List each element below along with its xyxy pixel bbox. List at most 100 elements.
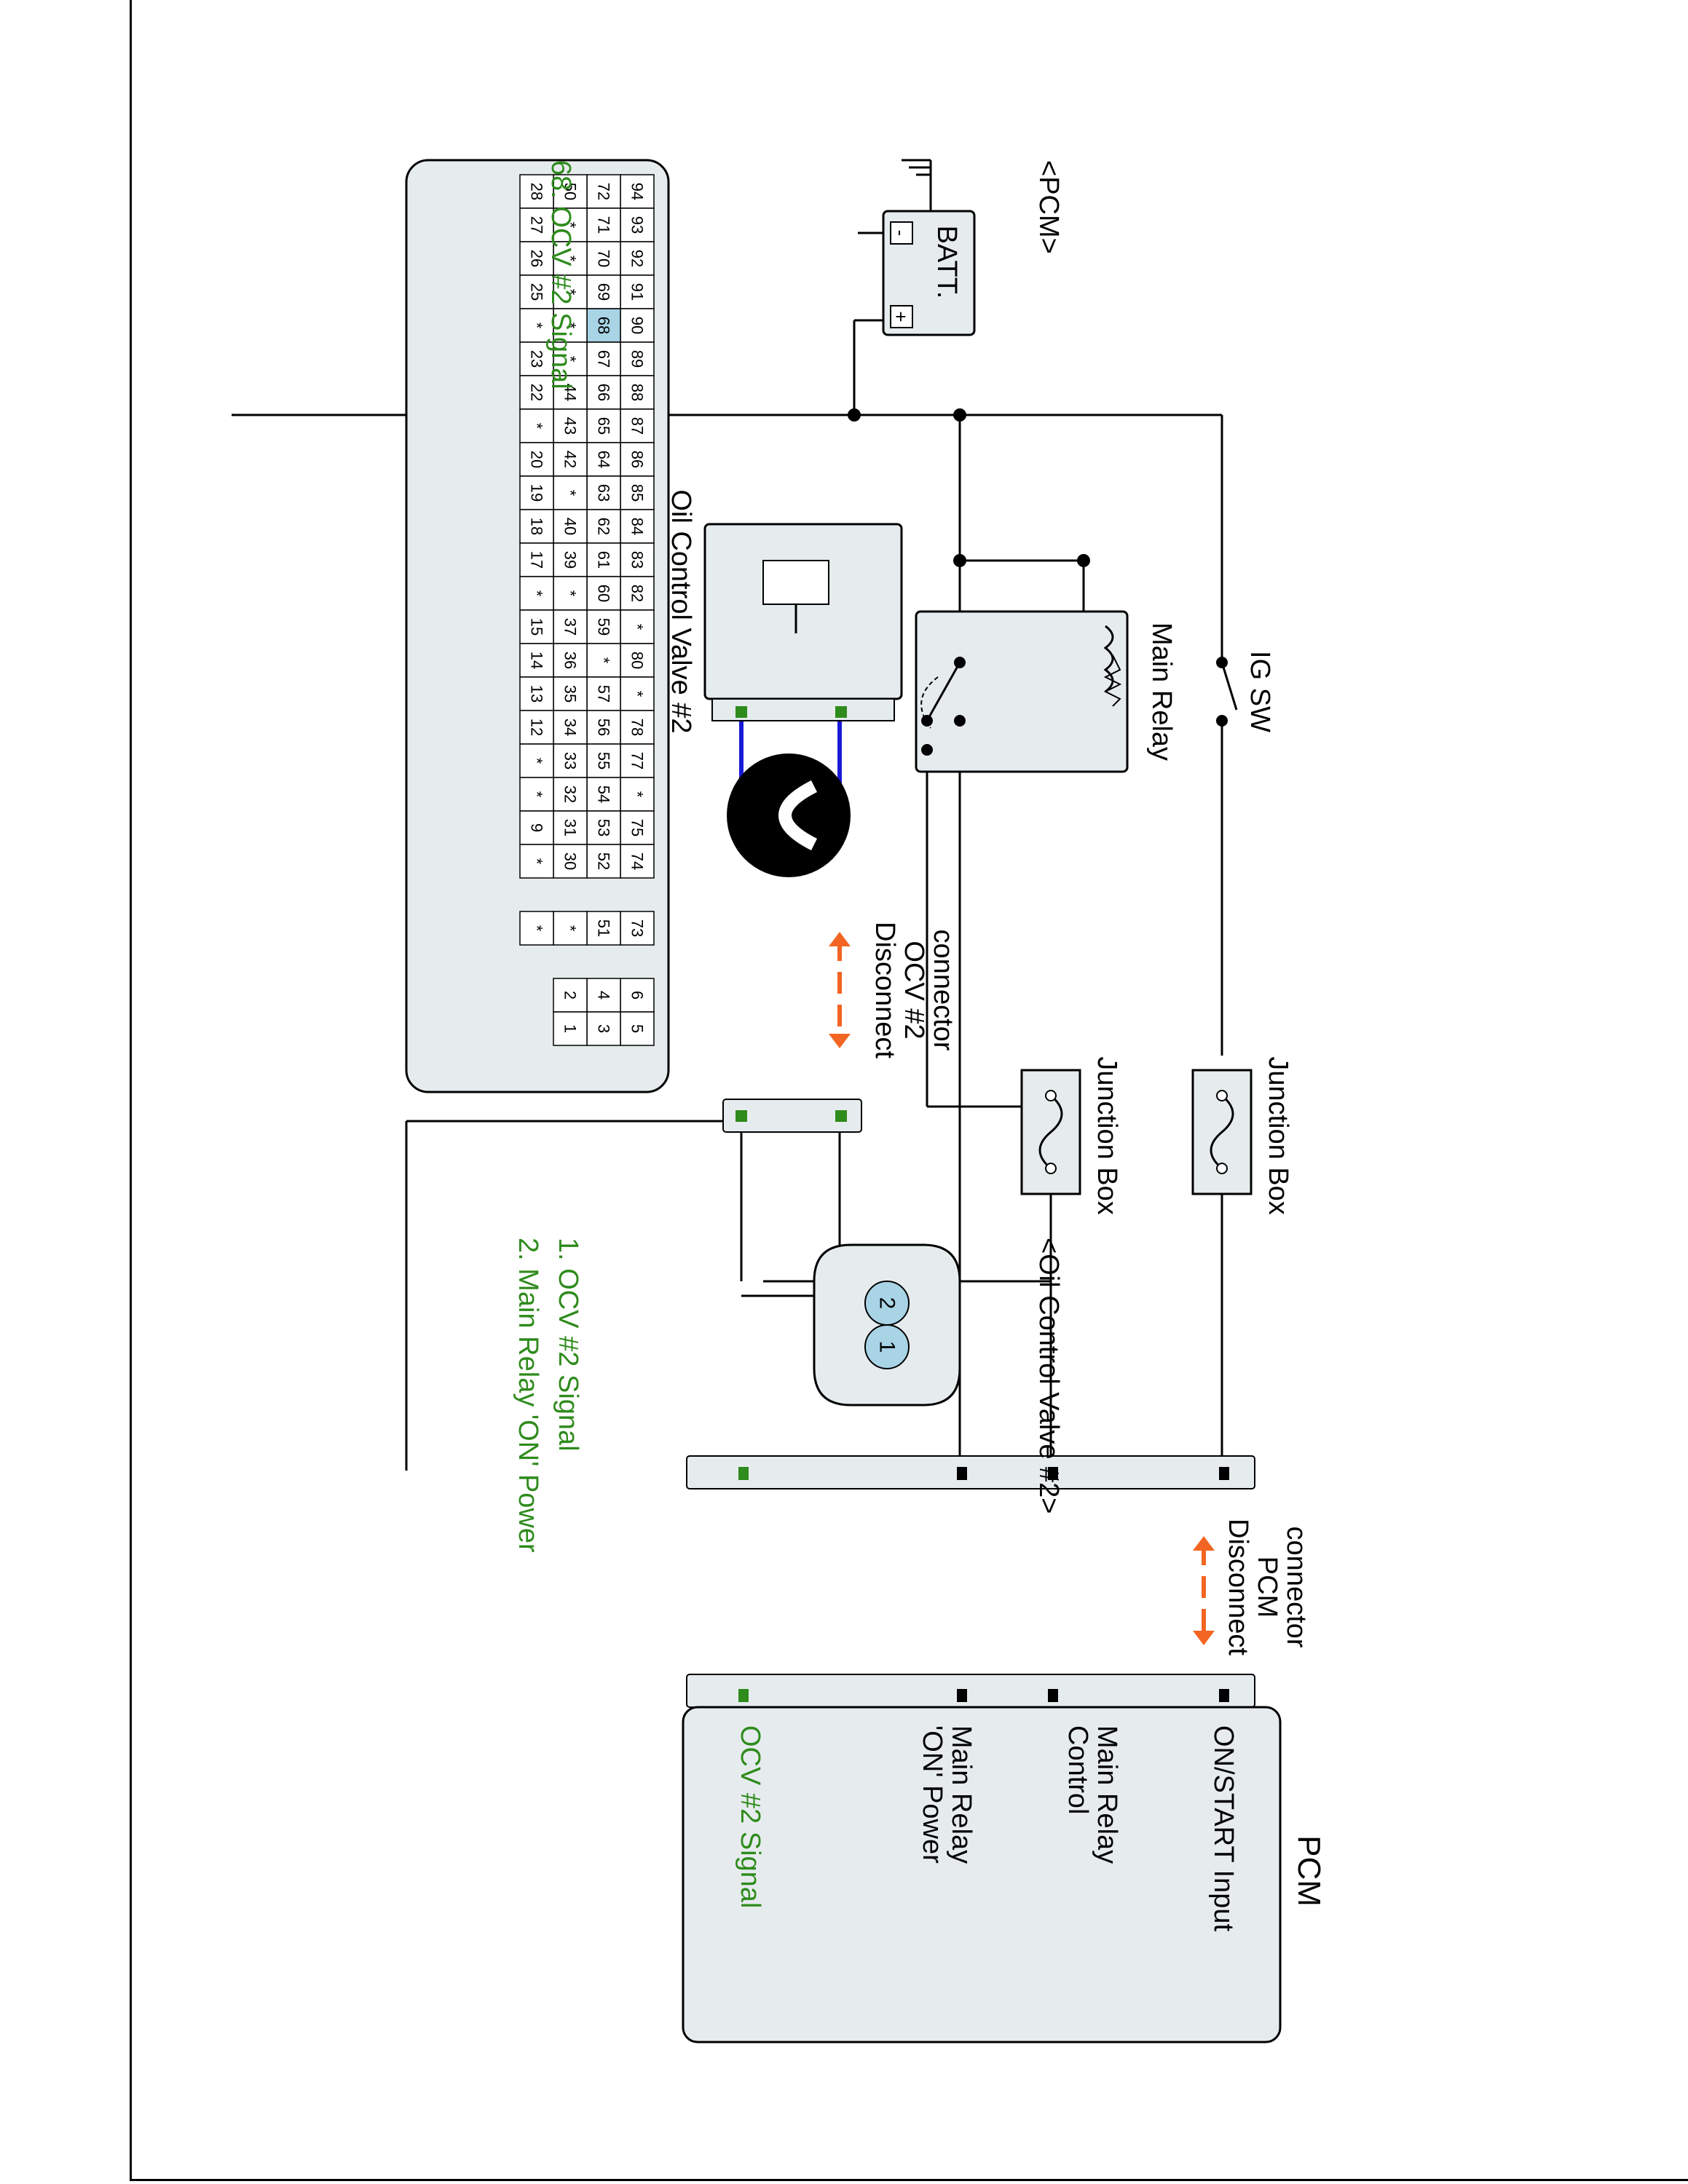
pcm-pin-label: 85 — [628, 484, 647, 502]
pcm-pin-label: 1 — [561, 1024, 580, 1033]
pcm-pin-label: 33 — [561, 752, 580, 769]
junction-nodes — [848, 408, 1090, 567]
pcm-pin-label: * — [561, 256, 580, 262]
pcm-pin-label: 91 — [628, 283, 647, 301]
pcm-pin-label: * — [561, 490, 580, 496]
pcm-pin-grid: 94939291908988878685848382*80*7877*75747… — [519, 174, 655, 1046]
pcm-pin-label: 37 — [561, 618, 580, 636]
ocv-pin-1: 1 — [875, 1341, 899, 1353]
pcm-pin-label: * — [561, 356, 580, 363]
pcm-pin-label: * — [595, 657, 613, 664]
junction-box-2-label: Junction Box — [1092, 1056, 1122, 1215]
pcm-pin-label: 36 — [561, 652, 580, 669]
pcm-main-relay-control-1: Main Relay — [1092, 1725, 1122, 1864]
ig-sw-label: IG SW — [1245, 651, 1275, 732]
pcm-pin-label: 34 — [561, 719, 580, 736]
ocv-disconnect-line2: OCV #2 — [899, 941, 929, 1039]
pcm-pin-label: 25 — [528, 283, 546, 301]
pcm-pin-label: 89 — [628, 350, 647, 368]
pcm-pin-label: 83 — [628, 551, 647, 569]
ocv-disconnect-line3: connector — [928, 930, 958, 1051]
pcm-pin-label: 62 — [595, 518, 613, 535]
pcm-pin-label: 60 — [595, 585, 613, 602]
junction-box-2: Junction Box — [1020, 1056, 1122, 1215]
oil-control-valve: Oil Control Valve #2 — [666, 489, 903, 734]
pcm-main-relay-on-2: 'ON' Power — [917, 1725, 947, 1864]
pcm-pin-label: 9 — [528, 823, 546, 832]
pcm-pin-label: * — [528, 758, 546, 764]
pcm-pin-label: 42 — [561, 451, 580, 468]
pcm-pin-label: 39 — [561, 551, 580, 569]
pcm-pin-label: 51 — [595, 919, 613, 937]
diagram-frame — [130, 0, 1688, 2181]
pcm-pin-label: 82 — [628, 585, 647, 602]
ocv-legend-1: 1. OCV #2 Signal — [553, 1238, 583, 1452]
pcm-pin-label: 28 — [528, 183, 546, 200]
pcm-pin-label: 12 — [528, 719, 546, 736]
ocv-legend-2: 2. Main Relay 'ON' Power — [513, 1238, 543, 1553]
junction-box-1-label: Junction Box — [1263, 1056, 1293, 1215]
pcm-pin-label: 27 — [528, 216, 546, 234]
pcm-pin-label: * — [628, 791, 647, 798]
pcm-pin-label: 14 — [528, 652, 546, 669]
pcm-pin-label: 69 — [595, 283, 613, 301]
pcm-disconnect-line2: PCM — [1252, 1556, 1282, 1618]
pcm-pin-label: * — [561, 590, 580, 597]
pcm-pin-label: 17 — [528, 551, 546, 569]
pcm-pin-label: 30 — [561, 852, 580, 870]
pcm-pin-label: 90 — [628, 317, 647, 334]
pcm-pin-label: 53 — [595, 819, 613, 836]
pcm-pin-label: 13 — [528, 685, 546, 703]
pcm-pin-label: 50 — [561, 183, 580, 200]
pcm-pin-label: 23 — [528, 350, 546, 368]
pcm-pin-label: 94 — [628, 183, 647, 200]
pcm-main-relay-control-2: Control — [1062, 1725, 1093, 1815]
pcm-pin-label: * — [528, 858, 546, 865]
pcm-pin-label: 93 — [628, 216, 647, 234]
pcm-pin-label: 20 — [528, 451, 546, 468]
ocv-connector-title: <Oil Control Valve #2> — [1033, 1238, 1064, 1514]
pcm-pin-label: * — [561, 925, 580, 932]
pcm-pin-label: 54 — [595, 786, 613, 803]
pcm-on-start-label: ON/START Input — [1208, 1725, 1239, 1931]
pcm-pin-label: * — [628, 691, 647, 697]
pcm-pin-label: 31 — [561, 819, 580, 836]
pcm-pin-label: 6 — [628, 991, 647, 1000]
ocv-pin-2: 2 — [875, 1297, 899, 1310]
pcm-pin-label: * — [561, 323, 580, 329]
pcm-pin-label: 57 — [595, 685, 613, 703]
pcm-pin-label: * — [528, 925, 546, 932]
pcm-pin-label: 73 — [628, 919, 647, 937]
pcm-pin-label: 87 — [628, 417, 647, 435]
pcm-pin-label: 67 — [595, 350, 613, 368]
pcm-pin-cell — [553, 1011, 588, 1046]
pcm-pin-label: * — [561, 222, 580, 229]
battery-plus: + — [890, 311, 912, 322]
pcm-pin-label: 35 — [561, 685, 580, 703]
pcm-pin-label: 70 — [595, 250, 613, 267]
pcm-pin-label: 74 — [628, 852, 647, 870]
pcm-pin-label: 77 — [628, 752, 647, 769]
pcm-pin-label: 86 — [628, 451, 647, 468]
pcm-pin-label: 56 — [595, 719, 613, 736]
ocv-connector-view: <Oil Control Valve #2> 2 1 1. OCV #2 Sig… — [513, 1238, 1064, 1553]
pcm-pin-cell — [519, 844, 554, 879]
pcm-pin-label: 40 — [561, 518, 580, 535]
pcm-disconnect: Disconnect PCM connector — [686, 1455, 1312, 1655]
pcm-pin-label: 88 — [628, 384, 647, 401]
ocv-label: Oil Control Valve #2 — [666, 489, 696, 733]
pcm-main-relay-on-1: Main Relay — [946, 1725, 977, 1864]
pcm-pin-label: 80 — [628, 652, 647, 669]
pcm-pin-label: * — [528, 590, 546, 597]
ig-switch: IG SW — [1216, 651, 1275, 732]
pcm-pin-label: * — [561, 289, 580, 296]
pcm-pin-label: 32 — [561, 786, 580, 803]
main-relay: Main Relay — [915, 610, 1177, 773]
pcm-pin-cell — [519, 911, 554, 946]
main-relay-label: Main Relay — [1146, 622, 1177, 761]
pcm-connector-view: <PCM> 94939291908988878685848382*80*7877… — [405, 159, 1064, 1093]
pcm-disconnect-line1: Disconnect — [1223, 1519, 1253, 1655]
pcm-pin-label: 92 — [628, 250, 647, 267]
